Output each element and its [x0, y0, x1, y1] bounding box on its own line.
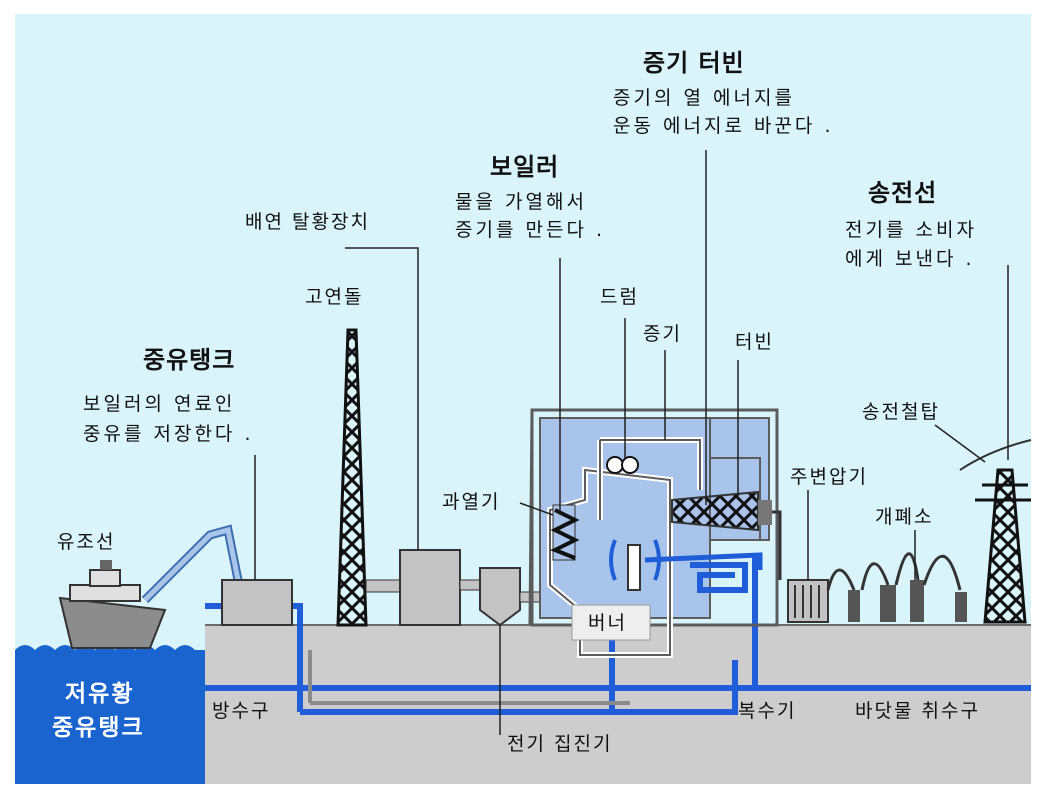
output-cable: [772, 510, 782, 580]
label-steam-turbine-desc-2: 운동 에너지로 바꾼다 .: [613, 115, 834, 137]
burner-nozzle: [627, 544, 641, 591]
label-boiler-desc-1: 물을 가열해서: [455, 191, 587, 213]
tanker-ship: [58, 524, 243, 649]
burner-label-box: [571, 604, 651, 641]
sea-water: [15, 645, 205, 784]
leader-superheater: [519, 502, 554, 516]
label-desulfurization: 배연 탈황장치: [245, 211, 370, 233]
label-turbine: 터빈: [735, 331, 774, 353]
label-burner: 버너: [588, 612, 627, 634]
flue-duct: [459, 579, 481, 591]
label-heavy-oil-tank-desc-1: 보일러의 연료인: [83, 393, 236, 415]
label-main-transformer: 주변압기: [790, 466, 868, 488]
label-discharge-outlet: 방수구: [212, 700, 271, 722]
condenser-feed: [644, 552, 763, 570]
generator: [758, 500, 772, 525]
turbine-rotor: [671, 490, 759, 532]
precipitator-unit: [479, 567, 521, 627]
heavy-oil-tank: [221, 579, 293, 626]
leader-lines: [254, 150, 1009, 735]
chimney-connector: [365, 579, 405, 593]
label-condenser: 복수기: [738, 700, 797, 722]
label-transmission-line-desc-2: 에게 보낸다 .: [845, 248, 975, 270]
switchyard-equipment: [826, 552, 967, 622]
desulfurization-unit: [399, 549, 461, 626]
chimney-structure: [336, 328, 368, 627]
transformer-fins: [794, 585, 820, 618]
label-tanker: 유조선: [57, 531, 116, 553]
label-switchyard: 개폐소: [875, 506, 934, 528]
label-seawater-intake: 바닷물 취수구: [855, 700, 980, 722]
label-boiler-title: 보일러: [490, 153, 560, 181]
label-transmission-tower: 송전철탑: [862, 401, 940, 423]
burner-flame-left: [609, 539, 617, 581]
underground-pipe-grey: [308, 650, 630, 705]
label-precipitator: 전기 집진기: [507, 733, 613, 755]
label-heavy-oil-tank-desc-2: 중유를 저장한다 .: [83, 423, 254, 445]
label-steam-turbine-title: 증기 터빈: [643, 49, 745, 77]
label-transmission-line-desc-1: 전기를 소비자: [845, 219, 977, 241]
label-transmission-line-title: 송전선: [868, 179, 938, 207]
label-steam: 증기: [643, 323, 682, 345]
label-chimney: 고연돌: [305, 286, 364, 308]
leader-desulfurization: [345, 247, 419, 550]
discharge-channel: [300, 660, 738, 715]
label-superheater: 과열기: [442, 491, 501, 513]
label-drum: 드럼: [600, 286, 639, 308]
label-low-sulfur-tank-2: 중유탱크: [52, 715, 145, 741]
label-heavy-oil-tank-title: 중유탱크: [143, 346, 236, 374]
condenser-unit: [690, 562, 748, 593]
superheater-coil: [550, 504, 580, 561]
label-low-sulfur-tank-1: 저유황: [65, 681, 135, 707]
transmission-tower-structure: [959, 439, 1032, 624]
label-steam-turbine-desc-1: 증기의 열 에너지를: [613, 87, 795, 109]
leader-tower: [934, 424, 986, 463]
steam-drum: [606, 456, 639, 474]
label-boiler-desc-2: 증기를 만든다 .: [455, 219, 605, 241]
